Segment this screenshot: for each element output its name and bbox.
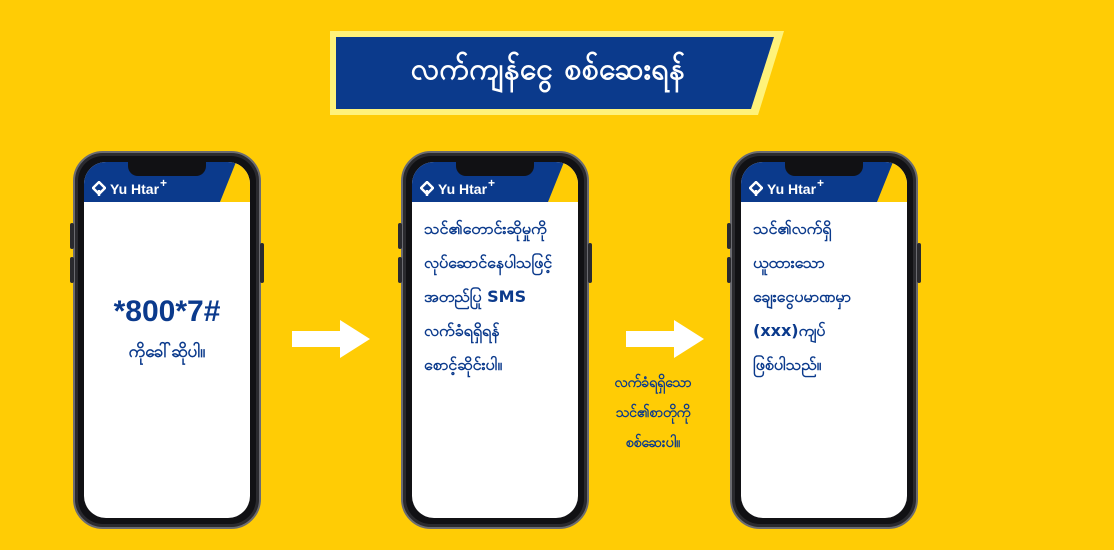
caption-line: လက်ခံရရှိသော <box>614 375 692 391</box>
check-sms-caption: လက်ခံရရှိသော သင်၏စာတိုကို စစ်ဆေးပါ။ <box>578 368 728 458</box>
message-line: သင်၏တောင်းဆိုမှုကို <box>424 219 547 238</box>
right-arrow-icon <box>292 320 370 358</box>
message-line: လက်ခံရရှိရန် <box>424 321 500 340</box>
phone-screen: Yu Htar + သင်၏လက်ရှိ ယူထားသော ချေးငွေပမာ… <box>741 162 907 518</box>
brand-logo: Yu Htar + <box>749 176 825 199</box>
message-line: ဖြစ်ပါသည်။ <box>753 355 822 374</box>
yu-htar-logo-icon <box>420 181 434 196</box>
phone-step-2: Yu Htar + သင်၏တောင်းဆိုမှုကို လုပ်ဆောင်န… <box>398 151 592 529</box>
caption-line: စစ်ဆေးပါ။ <box>625 435 681 451</box>
step-2-content: သင်၏တောင်းဆိုမှုကို လုပ်ဆောင်နေပါသဖြင့် … <box>424 212 570 382</box>
caption-line: သင်၏စာတိုကို <box>615 405 691 421</box>
right-arrow-icon <box>626 320 704 358</box>
step-3-content: သင်၏လက်ရှိ ယူထားသော ချေးငွေပမာဏမှာ (xxx)… <box>753 212 899 382</box>
ussd-code: *800*7# <box>113 295 221 328</box>
brand-name: Yu Htar <box>438 181 488 197</box>
phone-notch <box>456 162 534 176</box>
yu-htar-logo-icon <box>749 181 763 196</box>
banner-shape <box>330 31 784 115</box>
phone-screen: Yu Htar + *800*7# ကိုခေါ်ဆိုပါ။ <box>84 162 250 518</box>
phone-step-3: Yu Htar + သင်၏လက်ရှိ ယူထားသော ချေးငွေပမာ… <box>727 151 921 529</box>
banner-title: လက်ကျန်ငွေ စစ်ဆေးရန် <box>410 51 686 87</box>
message-line: အတည်ပြု SMS <box>424 287 527 306</box>
phone-notch <box>785 162 863 176</box>
step-1-content: *800*7# ကိုခေါ်ဆိုပါ။ <box>84 292 250 372</box>
phone-step-1: Yu Htar + *800*7# ကိုခေါ်ဆိုပါ။ <box>70 151 264 529</box>
yu-htar-logo-icon <box>92 181 106 196</box>
message-line: လုပ်ဆောင်နေပါသဖြင့် <box>424 253 553 272</box>
message-line: ချေးငွေပမာဏမှာ <box>753 287 851 306</box>
phone-screen: Yu Htar + သင်၏တောင်းဆိုမှုကို လုပ်ဆောင်န… <box>412 162 578 518</box>
dial-instruction: ကိုခေါ်ဆိုပါ။ <box>128 342 206 362</box>
brand-name: Yu Htar <box>110 181 160 197</box>
brand-plus: + <box>488 176 496 190</box>
message-line: (xxx)ကျပ် <box>753 321 826 340</box>
brand-plus: + <box>160 176 168 190</box>
brand-logo: Yu Htar + <box>420 176 496 199</box>
message-line: စောင့်ဆိုင်းပါ။ <box>424 355 503 374</box>
phone-notch <box>128 162 206 176</box>
brand-name: Yu Htar <box>767 181 817 197</box>
brand-plus: + <box>817 176 825 190</box>
brand-logo: Yu Htar + <box>92 176 168 199</box>
title-banner: လက်ကျန်ငွေ စစ်ဆေးရန် <box>328 29 786 117</box>
message-line: ယူထားသော <box>753 253 825 272</box>
message-line: သင်၏လက်ရှိ <box>753 219 832 238</box>
